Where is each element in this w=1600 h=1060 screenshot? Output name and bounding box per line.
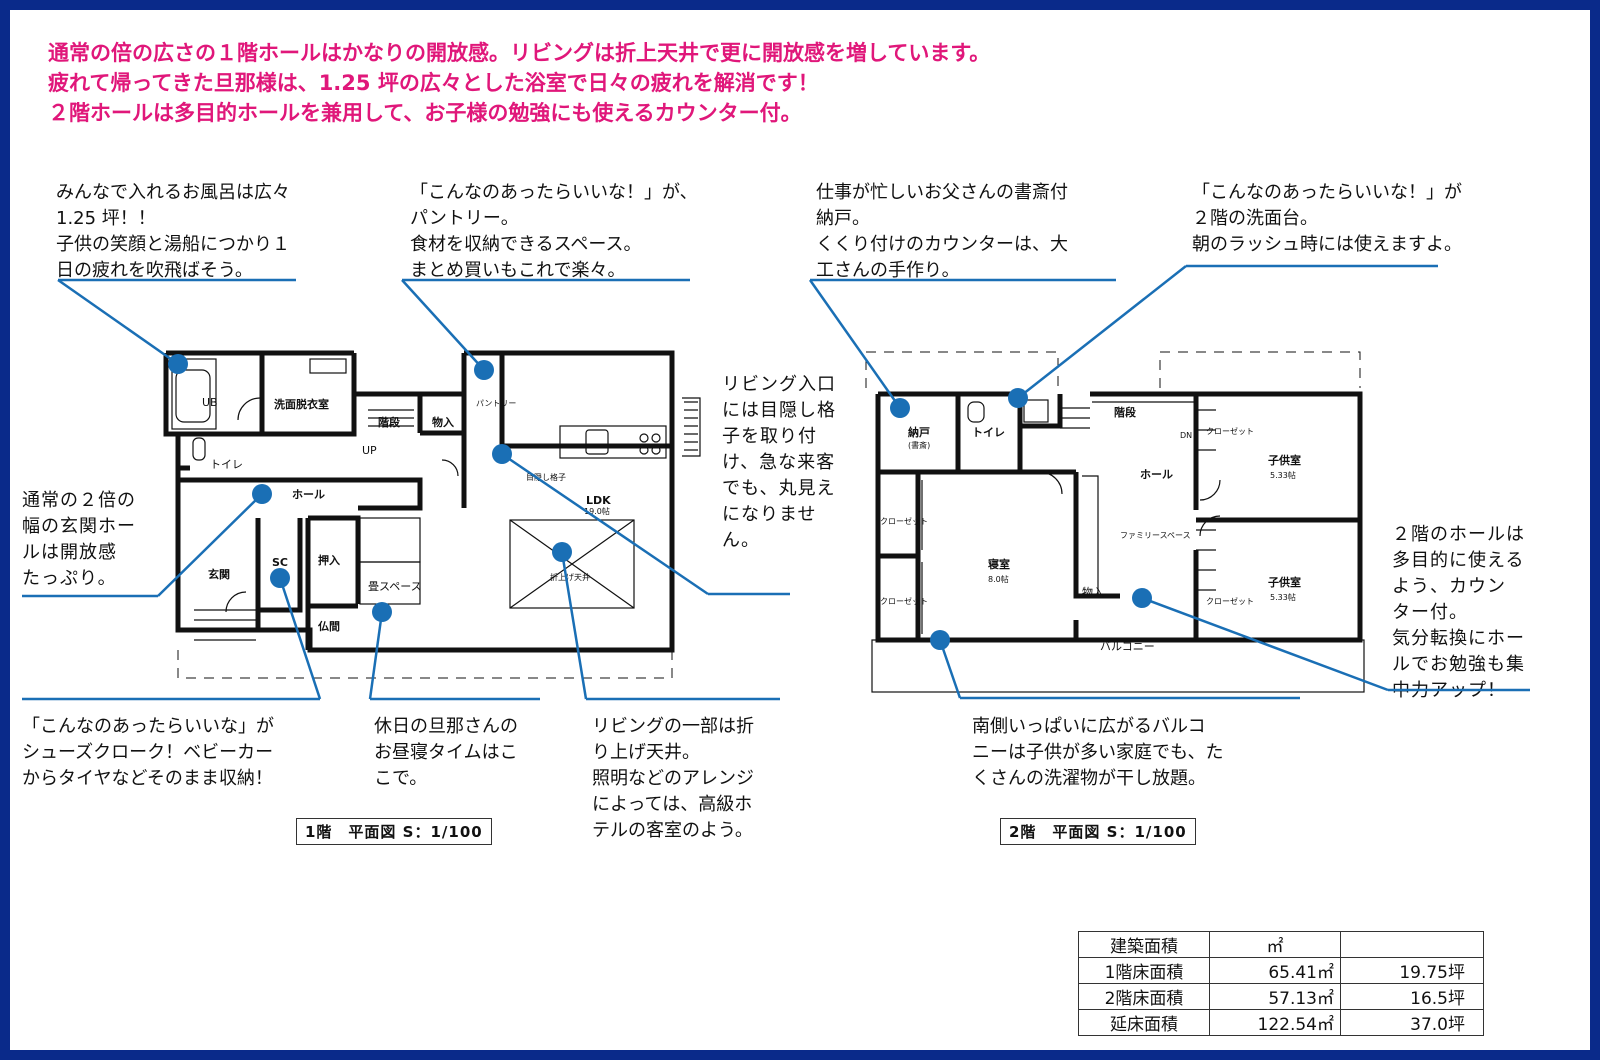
floor1-scale-label: 1階 平面図 S：1/100 [296,818,492,845]
note-living-entry: リビング入口 には目隠し格 子を取り付 け、急な来客 でも、丸見え になりませ … [722,374,836,551]
f1-ldk-label: LDK [586,494,611,507]
floor2-scale-label: 2階 平面図 S：1/100 [1000,818,1196,845]
callout-dot-washbasin [1008,388,1028,408]
f1-ub-label: UB [202,396,218,409]
floor1-plan [163,350,701,679]
note-study: 仕事が忙しいお父さんの書斎付 納戸。 くくり付けのカウンターは、大 工さんの手作… [816,182,1068,281]
table-row: 2階床面積 57.13㎡ 16.5坪 [1078,983,1484,1010]
f2-kodomo-label-2: 子供室 [1268,575,1301,589]
floor2-labels: 納戸 (書斎) トイレ 階段 DN クローゼット クローゼット クローゼット ク… [880,405,1301,653]
f2-closet-label-1: クローゼット [1206,426,1254,436]
f2-toilet-label: トイレ [972,426,1005,439]
floor2-plan [865,351,1365,693]
note-ceiling: リビングの一部は折 り上げ天井。 照明などのアレンジ によっては、高級ホ テルの… [592,716,754,841]
f1-hall-label: ホール [292,488,325,501]
callout-dot-balcony [930,630,950,650]
f2-kodomo-size-1: 5.33帖 [1270,470,1296,480]
f2-kodomo-size-2: 5.33帖 [1270,592,1296,602]
table-cell: 122.54㎡ [1209,1009,1341,1036]
floor1-labels: UB 洗面脱衣室 階段 物入 パントリー トイレ UP ホール LDK 19.0… [202,396,611,633]
headline-line-2: 疲れて帰ってきた旦那様は、1.25 坪の広々とした浴室で日々の疲れを解消です！ [48,71,819,95]
table-cell: 19.75坪 [1340,957,1484,984]
callout-dot-tatami [372,602,392,622]
f2-shinshitsu-size: 8.0帖 [988,574,1009,584]
f1-mekakushi-label: 目隠し格子 [526,472,566,482]
note-balcony: 南側いっぱいに広がるバルコ ニーは子供が多い家庭でも、た くさんの洗濯物が干し放… [972,716,1224,789]
f1-pantry-label: パントリー [476,399,516,408]
callout-dot-genkan [252,484,272,504]
table-cell: 57.13㎡ [1209,983,1341,1010]
f2-closet-label-4: クローゼット [880,596,928,606]
table-row: 1階床面積 65.41㎡ 19.75坪 [1078,957,1484,984]
table-cell: 2階床面積 [1078,983,1210,1010]
callout-dot-study [890,398,910,418]
area-table: 建築面積 ㎡ 1階床面積 65.41㎡ 19.75坪 2階床面積 57.13㎡ … [1078,931,1484,1036]
f2-hall-label: ホール [1140,468,1173,481]
f1-senmen-label: 洗面脱衣室 [274,397,329,411]
table-cell: 65.41㎡ [1209,957,1341,984]
callout-dot-bath [168,354,188,374]
area-table-header: 建築面積 ㎡ [1078,931,1484,958]
f2-monoire-label: 物入 [1082,585,1104,599]
f1-genkan-label: 玄関 [208,567,230,581]
headline-line-3: ２階ホールは多目的ホールを兼用して、お子様の勉強にも使えるカウンター付。 [48,101,802,125]
callout-dots [168,354,1152,650]
callout-dot-hall2 [1132,588,1152,608]
f2-shinshitsu-label: 寝室 [988,557,1010,571]
f2-kodomo-label-1: 子供室 [1268,453,1301,467]
f2-closet-label-2: クローゼット [1206,596,1254,606]
headline-line-1: 通常の倍の広さの１階ホールはかなりの開放感。リビングは折上天井で更に開放感を増し… [48,41,991,65]
f1-sc-label: SC [272,556,288,569]
table-cell: 16.5坪 [1340,983,1484,1010]
f1-tatami-label: 畳スペース [368,580,422,593]
area-header-tsubo [1340,931,1484,958]
f1-ldk-size: 19.0帖 [584,506,610,516]
f1-kaidan-label: 階段 [378,415,400,429]
note-washbasin: 「こんなのあったらいいな！」が ２階の洗面台。 朝のラッシュ時には使えますよ。 [1192,182,1462,255]
f1-oriage-label: 折上げ天井 [550,572,590,582]
table-cell: 延床面積 [1078,1009,1210,1036]
note-shoes: 「こんなのあったらいいな」が シューズクローク！ベビーカー からタイヤなどそのま… [22,716,274,789]
f2-shosai-label: (書斎) [908,440,930,450]
table-cell: 37.0坪 [1340,1009,1484,1036]
f1-butsuma-label: 仏間 [318,620,340,633]
callout-dot-living-entry [492,444,512,464]
note-bath: みんなで入れるお風呂は広々 1.25 坪！！ 子供の笑顔と湯船につかり１ 日の疲… [56,182,290,281]
f1-toilet-label: トイレ [210,458,243,471]
f1-oshiire-label: 押入 [318,553,340,567]
page-frame: 通常の倍の広さの１階ホールはかなりの開放感。リビングは折上天井で更に開放感を増し… [10,10,1590,1050]
note-tatami: 休日の旦那さんの お昼寝タイムはこ こで。 [374,716,518,789]
table-row: 延床面積 122.54㎡ 37.0坪 [1078,1009,1484,1036]
f1-monoire-label: 物入 [432,415,454,429]
f2-family-label: ファミリースペース [1120,531,1191,540]
callout-dot-ceiling [552,542,572,562]
f1-up-label: UP [362,444,377,457]
area-header-label: 建築面積 [1078,931,1210,958]
table-cell: 1階床面積 [1078,957,1210,984]
note-genkan: 通常の２倍の 幅の玄関ホー ルは開放感 たっぷり。 [22,490,136,589]
f2-balcony-label: バルコニー [1100,640,1155,653]
callout-dot-shoes [270,568,290,588]
callout-dot-pantry [474,360,494,380]
f2-closet-label-3: クローゼット [880,516,928,526]
f2-dn-label: DN [1180,431,1192,440]
area-header-sqm: ㎡ [1209,931,1341,958]
callout-lines [22,264,1530,701]
note-pantry: 「こんなのあったらいいな！」が、 パントリー。 食材を収納できるスペース。 まと… [410,182,698,281]
floor-plans: UB 洗面脱衣室 階段 物入 パントリー トイレ UP ホール LDK 19.0… [22,264,1530,701]
f2-kaidan-label: 階段 [1114,405,1136,419]
f2-nando-label: 納戸 [908,425,930,439]
